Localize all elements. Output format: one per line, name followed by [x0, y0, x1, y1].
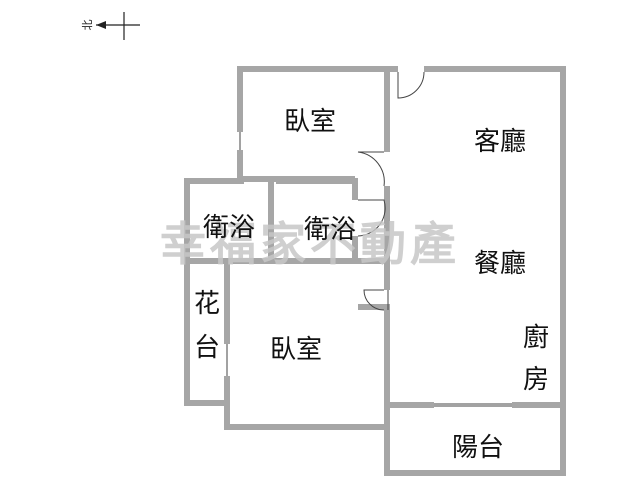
door-swing-icon: [357, 199, 386, 237]
wall: [184, 400, 230, 406]
wall: [424, 66, 566, 72]
room-label-kitchen-2: 房: [523, 365, 549, 395]
wall: [560, 66, 566, 476]
room-label-kitchen-1: 廚: [523, 323, 549, 353]
wall: [384, 310, 390, 476]
door-swing-icon: [357, 151, 385, 187]
room-label-bedroom-bottom: 臥室: [270, 335, 322, 365]
wall: [358, 258, 390, 264]
walls: [184, 66, 566, 476]
wall: [184, 178, 244, 184]
door-arcs: [357, 71, 425, 311]
wall: [224, 264, 230, 344]
door-swing-icon: [363, 289, 385, 311]
room-label-bedroom-top: 臥室: [284, 107, 336, 137]
wall: [184, 258, 274, 264]
wall: [268, 178, 274, 264]
north-arrow-icon: 北: [81, 12, 140, 40]
room-label-balcony: 陽台: [452, 433, 504, 463]
wall: [384, 470, 566, 476]
wall: [184, 178, 190, 405]
watermark: 幸福家不動產: [160, 217, 460, 271]
room-label-bath-left: 衛浴: [203, 213, 255, 243]
wall: [384, 186, 390, 290]
room-label-planter-1: 花: [194, 289, 220, 319]
wall: [352, 178, 358, 200]
room-label-bath-right: 衛浴: [304, 215, 356, 245]
wall: [352, 236, 358, 264]
wall: [237, 150, 243, 182]
wall: [384, 66, 390, 152]
wall: [237, 66, 243, 132]
wall: [237, 66, 390, 72]
north-label: 北: [81, 20, 94, 31]
wall: [384, 66, 398, 72]
wall: [384, 402, 434, 408]
room-label-dining: 餐廳: [474, 249, 526, 279]
room-label-living: 客廳: [474, 127, 526, 157]
door-swing-icon: [397, 71, 425, 99]
wall: [224, 424, 390, 430]
wall: [512, 402, 566, 408]
wall: [276, 178, 356, 184]
wall: [274, 258, 358, 264]
room-label-planter-2: 台: [194, 333, 220, 363]
window-lines: [226, 132, 512, 407]
